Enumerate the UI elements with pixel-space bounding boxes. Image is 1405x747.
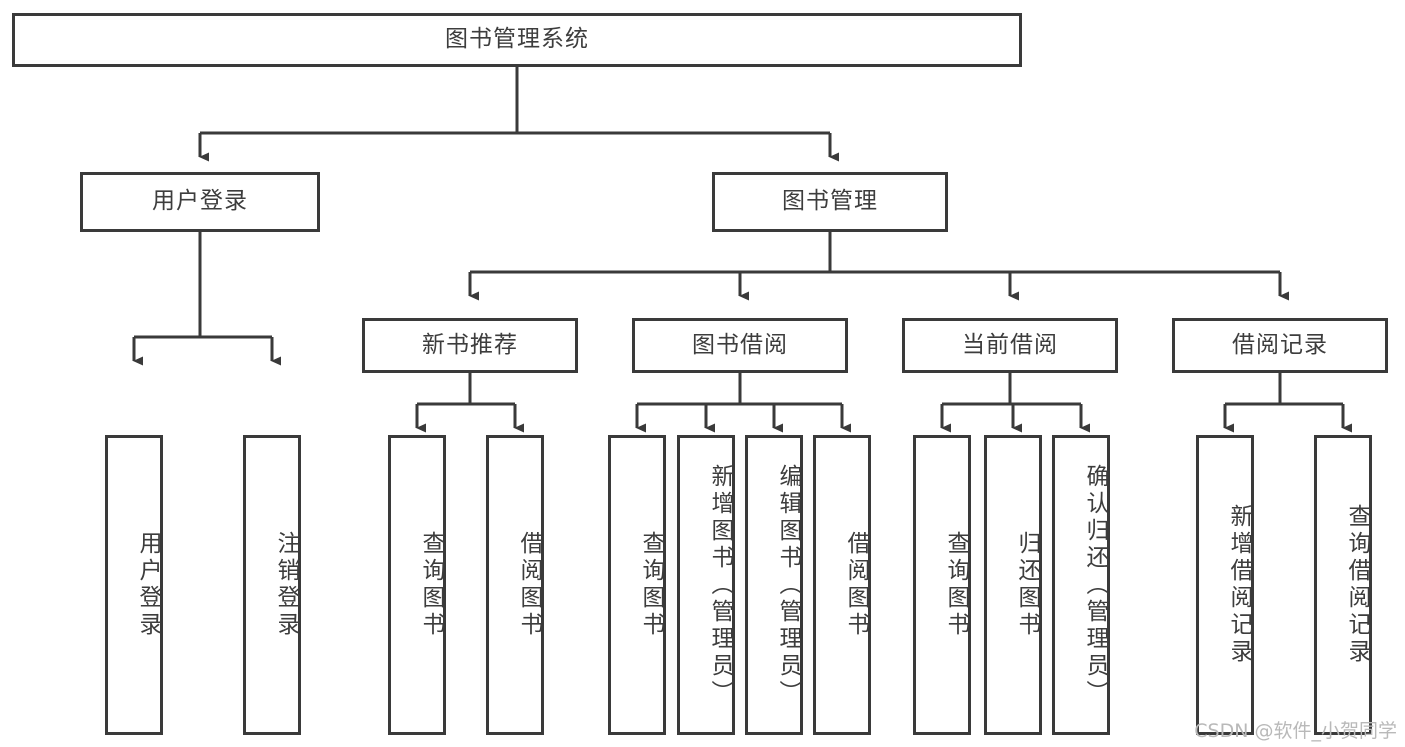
node-label: 借阅记录 xyxy=(1232,331,1328,358)
node-label: 查询图书 xyxy=(418,531,444,639)
node-user-login[interactable]: 用户登录 xyxy=(80,172,320,232)
node-label: 借阅图书 xyxy=(516,531,542,639)
node-leaf-return-book[interactable]: 归还图书 xyxy=(984,435,1042,735)
node-leaf-add-book[interactable]: 新增图书（管理员） xyxy=(677,435,735,735)
node-label: 用户登录 xyxy=(152,188,248,215)
node-leaf-add-record[interactable]: 新增借阅记录 xyxy=(1196,435,1254,735)
node-leaf-edit-book[interactable]: 编辑图书（管理员） xyxy=(745,435,803,735)
node-label: 借阅图书 xyxy=(843,531,869,639)
node-label: 查询借阅记录 xyxy=(1344,504,1370,666)
node-leaf-user-login[interactable]: 用户登录 xyxy=(105,435,163,735)
node-label: 查询图书 xyxy=(638,531,664,639)
node-leaf-query-book-1[interactable]: 查询图书 xyxy=(388,435,446,735)
node-label: 查询图书 xyxy=(943,531,969,639)
node-leaf-borrow-book-2[interactable]: 借阅图书 xyxy=(813,435,871,735)
node-label: 编辑图书（管理员） xyxy=(775,463,801,707)
node-label: 新增图书（管理员） xyxy=(707,463,733,707)
node-label: 图书管理 xyxy=(782,188,878,215)
node-label: 新书推荐 xyxy=(422,331,518,358)
node-leaf-logout[interactable]: 注销登录 xyxy=(243,435,301,735)
node-leaf-borrow-book-1[interactable]: 借阅图书 xyxy=(486,435,544,735)
node-leaf-query-book-3[interactable]: 查询图书 xyxy=(913,435,971,735)
node-new-book-rec[interactable]: 新书推荐 xyxy=(362,318,578,373)
node-leaf-query-record[interactable]: 查询借阅记录 xyxy=(1314,435,1372,735)
node-label: 注销登录 xyxy=(273,531,299,639)
node-label: 当前借阅 xyxy=(962,331,1058,358)
node-label: 新增借阅记录 xyxy=(1226,504,1252,666)
node-book-borrow[interactable]: 图书借阅 xyxy=(632,318,848,373)
node-label: 用户登录 xyxy=(135,531,161,639)
csdn-watermark: CSDN @软件_小贺同学 xyxy=(1194,720,1397,742)
node-label: 归还图书 xyxy=(1014,531,1040,639)
node-book-manage[interactable]: 图书管理 xyxy=(712,172,948,232)
node-current-borrow[interactable]: 当前借阅 xyxy=(902,318,1118,373)
node-label: 确认归还（管理员） xyxy=(1082,463,1108,707)
node-root[interactable]: 图书管理系统 xyxy=(12,13,1022,67)
node-label: 图书借阅 xyxy=(692,331,788,358)
node-leaf-confirm-return[interactable]: 确认归还（管理员） xyxy=(1052,435,1110,735)
node-leaf-query-book-2[interactable]: 查询图书 xyxy=(608,435,666,735)
node-borrow-record[interactable]: 借阅记录 xyxy=(1172,318,1388,373)
node-label: 图书管理系统 xyxy=(445,26,589,53)
